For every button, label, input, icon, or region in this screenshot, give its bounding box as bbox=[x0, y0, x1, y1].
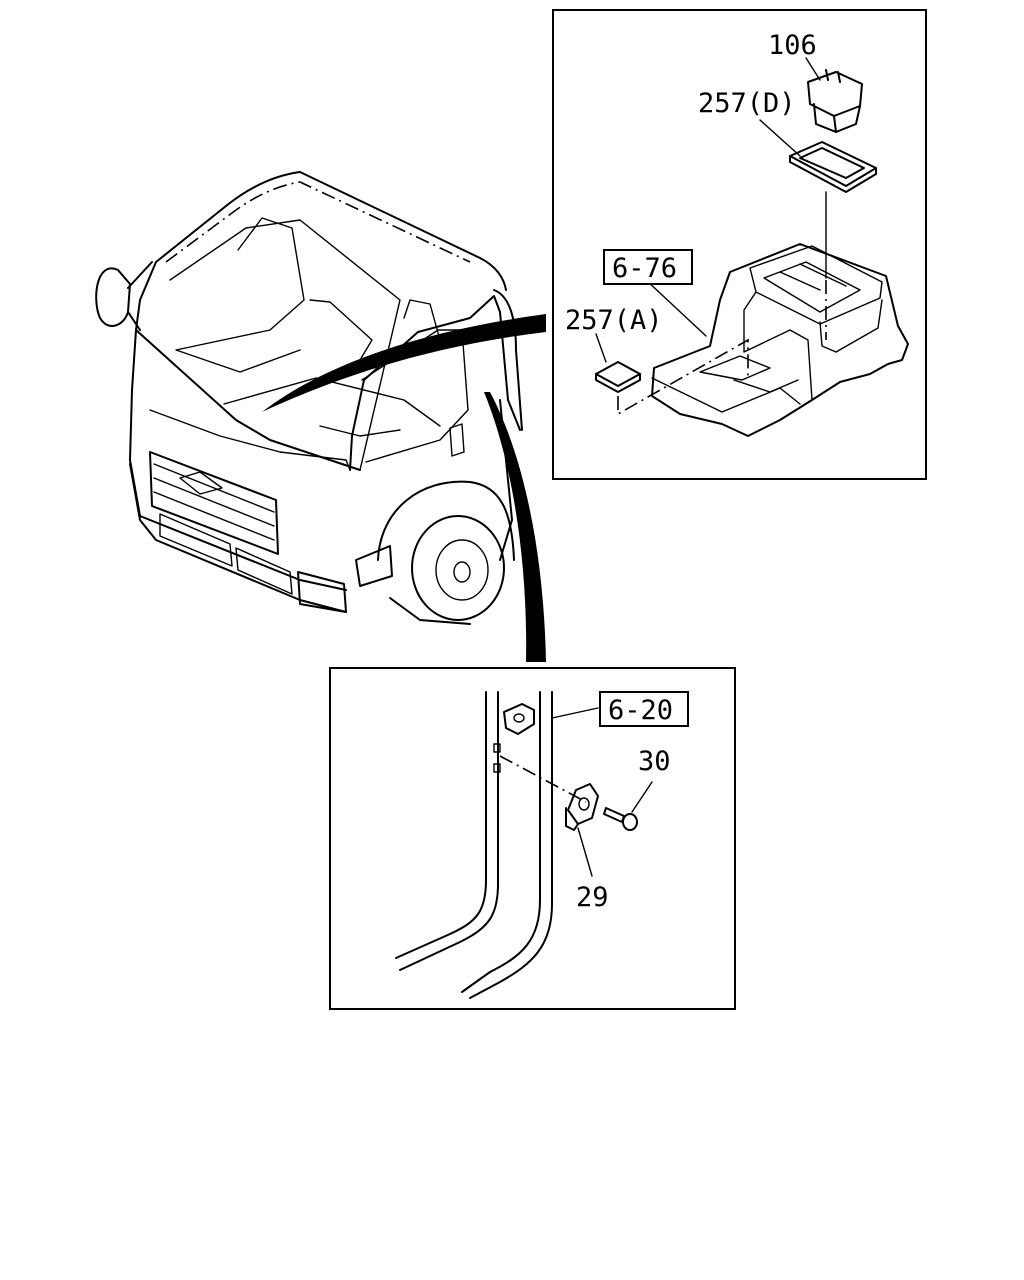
label-part-257d: 257(D) bbox=[698, 88, 796, 119]
label-part-29: 29 bbox=[576, 882, 609, 913]
ref-box-6-20 bbox=[599, 691, 689, 727]
callout-wedge-top bbox=[262, 314, 546, 412]
detail-panel-bottom: 6-20 30 29 bbox=[329, 667, 736, 1010]
bracket-part-29 bbox=[565, 783, 599, 831]
center-console bbox=[651, 243, 909, 437]
truck-cab-illustration bbox=[95, 171, 523, 625]
ref-label-6-76: 6-76 bbox=[612, 253, 677, 284]
label-part-257a: 257(A) bbox=[565, 305, 663, 336]
callout-wedge-bottom bbox=[484, 392, 546, 662]
label-part-30: 30 bbox=[638, 746, 671, 777]
label-part-106: 106 bbox=[768, 30, 817, 61]
ref-label-6-20: 6-20 bbox=[608, 695, 673, 726]
door-frame bbox=[395, 691, 553, 999]
switch-part-106 bbox=[807, 69, 863, 133]
bezel-part-257d bbox=[789, 141, 877, 193]
striker-on-frame bbox=[503, 703, 535, 735]
detail-panel-top: 106 257(D) 6-76 257(A) bbox=[552, 9, 927, 480]
bolt-part-30 bbox=[603, 807, 638, 831]
ref-box-6-76 bbox=[603, 249, 693, 285]
pad-part-257a bbox=[595, 361, 641, 393]
